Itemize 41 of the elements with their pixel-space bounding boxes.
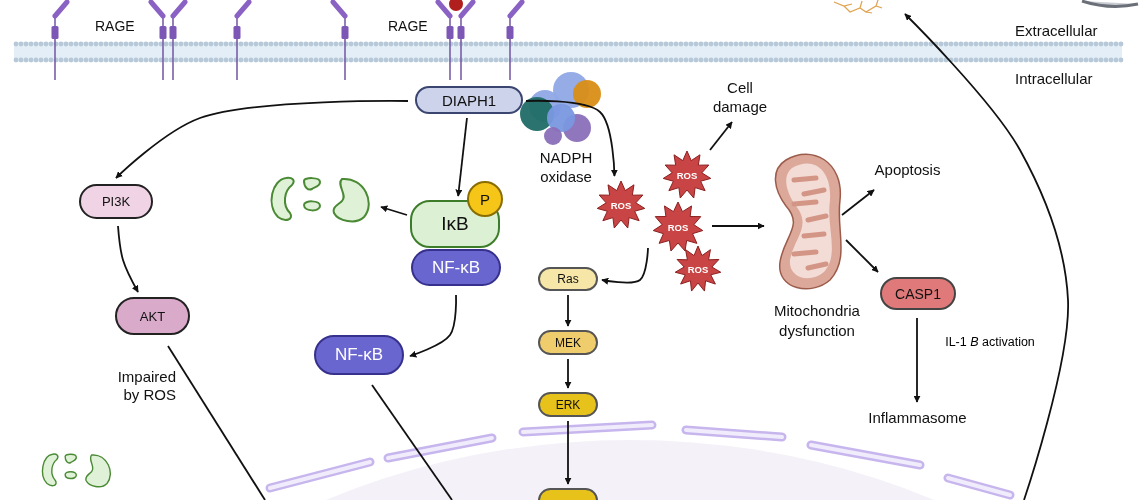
protein-pill: CASP1 — [880, 277, 956, 310]
protein-pill: DIAPH1 — [415, 86, 523, 114]
arrow — [845, 239, 879, 273]
protein-pill: PI3K — [79, 184, 153, 219]
ros-starburst: ROS — [652, 201, 704, 253]
arrow — [455, 117, 468, 197]
arrow — [564, 294, 572, 327]
arrow — [913, 317, 921, 403]
arrow — [409, 294, 457, 358]
arrow — [709, 121, 733, 151]
protein-pill: Ras — [538, 267, 598, 291]
protein-pill: MEK — [538, 330, 598, 355]
outcome-label: Inflammasome — [855, 405, 980, 431]
arrow — [115, 100, 409, 179]
ros-starburst: ROS — [596, 180, 646, 230]
connector-line — [167, 345, 266, 500]
connector-line — [371, 384, 453, 500]
node-label: Mitochondria dysfunction — [773, 301, 861, 340]
protein-pill: ERK — [538, 392, 598, 417]
ros-starburst: ROS — [674, 245, 722, 293]
text-label: RAGE — [388, 18, 428, 35]
outcome-label: Cell damage — [700, 77, 780, 119]
outcome-label: Apoptosis — [860, 158, 955, 182]
arrow — [564, 358, 572, 389]
arrow — [601, 247, 649, 285]
protein-pill: NF-κB — [411, 249, 501, 286]
arrow — [525, 99, 618, 177]
arrow — [380, 205, 408, 216]
ros-starburst: ROS — [662, 150, 712, 200]
arrow — [841, 189, 875, 216]
protein-pill: AKT — [115, 297, 190, 335]
text-label: Impaired by ROS — [116, 368, 176, 404]
arrow — [711, 222, 765, 230]
protein-pill: NF-κB — [314, 335, 404, 375]
text-label: RAGE — [95, 18, 135, 35]
text-label: Extracellular — [1015, 22, 1098, 40]
arrow — [904, 13, 1069, 500]
phosphate-badge: P — [467, 181, 503, 217]
text-label: Intracellular — [1015, 70, 1093, 88]
arrow — [117, 225, 139, 293]
arrow — [564, 420, 572, 485]
